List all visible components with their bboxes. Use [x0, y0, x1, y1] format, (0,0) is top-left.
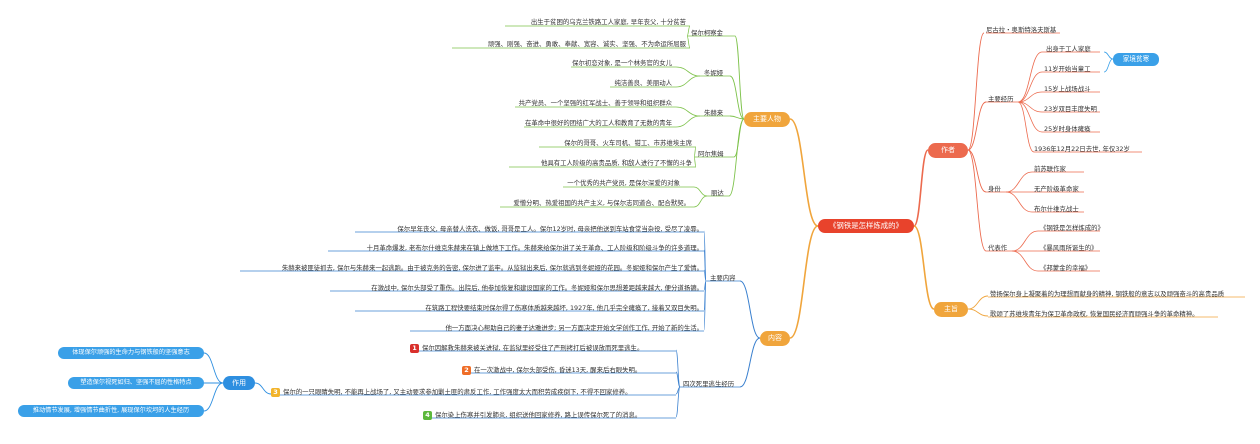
character-fact: 他具有工人阶级的高贵品质, 和敌人进行了不懈的斗争: [540, 159, 692, 167]
character-fact: 顽强、刚强、奋进、勇敢、奉献、宽容、诚实、坚强、不为命运所屈服: [487, 40, 686, 48]
escape-item: 保尔染上伤寒并引发肺炎, 组织送他回家修养, 路上误传保尔死了的消息。: [435, 411, 642, 419]
character-fact: 纯洁善良、美丽动人: [614, 79, 672, 87]
works-label: 代表作: [988, 244, 1008, 252]
experience-item: 出身于工人家庭: [1046, 45, 1091, 53]
character-name: 朱赫来: [704, 109, 724, 117]
author-name: 尼古拉・奥斯特洛夫斯基: [986, 26, 1057, 34]
works-item: 《钢铁是怎样炼成的》: [1040, 224, 1104, 232]
center-title[interactable]: 《钢铁是怎样炼成的》: [818, 219, 914, 233]
works-item: 《邦蒙金的幸福》: [1040, 264, 1092, 272]
character-name: 阿尔焦姆: [698, 150, 724, 158]
theme-item: 赞扬保尔身上凝聚着的为理想而献身的精神, 钢铁般的意志以及顽强奋斗的高贵品质: [990, 290, 1225, 298]
effect-item: 推动情节发展, 增强情节曲折性, 展现保尔坎坷的人生经历: [18, 405, 204, 417]
theme-item: 歌颂了苏维埃青年为保卫革命政权, 恢复国民经济而顽强斗争的革命精神。: [990, 310, 1199, 318]
experience-item: 15岁上战场战斗: [1044, 85, 1091, 93]
main-content-item: 保尔早年丧父, 母亲替人洗衣、做饭, 哥哥是工人。保尔12岁时, 母亲把他送到车…: [397, 225, 703, 233]
character-fact: 保尔初恋对象, 是一个林务官的女儿: [572, 59, 672, 67]
experience-item: 25岁时身体瘫痪: [1044, 125, 1091, 133]
identity-item: 无产阶级革命家: [1034, 185, 1079, 193]
character-fact: 爱憎分明、热爱祖国的共产主义, 与保尔志同道合、配合默契。: [513, 199, 690, 207]
experience-item: 23岁双目丰度失明: [1044, 105, 1097, 113]
escape-item: 在一次激战中, 保尔头部受伤, 昏迷13天, 醒来后右眼失明。: [474, 366, 642, 374]
identity-item: 布尔什维克战士: [1034, 205, 1079, 213]
experience-summary: 家境贫寒: [1113, 53, 1159, 66]
identity-label: 身份: [988, 185, 1001, 193]
experience-item: 1936年12月22日去世, 年仅32岁: [1034, 145, 1130, 153]
main-content-item: 在激战中, 保尔头部受了重伤。出院后, 他参加恢复和建设国家的工作。冬妮娅和保尔…: [371, 284, 703, 292]
effect-item: 体现保尔顽强的生命力与钢铁般的坚强意志: [58, 347, 204, 359]
escape-number-badge: 3: [271, 388, 280, 397]
works-item: 《暴风雨所诞生的》: [1040, 244, 1098, 252]
character-fact: 共产党员、一个坚强的红军战士、善于领导和组织群众: [518, 99, 672, 107]
main-content-item: 朱赫来被匪徒抓去, 保尔与朱赫来一起逃跑。由于被克务的告密, 保尔进了监牢。从监…: [281, 264, 703, 272]
branch-theme[interactable]: 主旨: [934, 302, 968, 317]
branch-content[interactable]: 内容: [760, 331, 790, 346]
character-fact: 保尔的哥哥、火车司机、钳工、市苏维埃主席: [564, 139, 692, 147]
main-content-item: 十月革命爆发, 老布尔什维克朱赫来在镇上做地下工作。朱赫来给保尔讲了关于革命、工…: [366, 244, 703, 252]
effect-item: 塑造保尔视死如归、坚强不屈的性格特点: [68, 377, 204, 389]
main-content-item: 在筑路工程快要结束时保尔得了伤寒体质越来越坏, 1927年, 他几乎完全瘫痪了,…: [425, 304, 703, 312]
main-content-item: 他一方面决心帮助自己的妻子达雅进步; 另一方面决定开始文学创作工作, 开始了新的…: [445, 324, 703, 332]
character-name: 冬妮娅: [704, 69, 724, 77]
character-fact: 一个优秀的共产党员, 是保尔深爱的对象: [567, 179, 680, 187]
experience-item: 11岁开始当童工: [1044, 65, 1091, 73]
character-fact: 出生于贫困的乌克兰铁路工人家庭, 早年丧父, 十分贫苦: [530, 18, 686, 26]
identity-item: 前苏联作家: [1034, 165, 1066, 173]
escape-item: 保尔因解救朱赫来被关进狱, 在监狱里经受住了严刑拷打后被误放而死里逃生。: [422, 344, 644, 352]
branch-author[interactable]: 作者: [928, 143, 968, 158]
character-fact: 在革命中很好的团结广大的工人和教育了无数的青年: [525, 119, 672, 127]
character-name: 保尔柯察金: [691, 29, 723, 37]
character-name: 丽达: [711, 189, 724, 197]
experience-label: 主要经历: [988, 95, 1014, 103]
escape-number-badge: 2: [462, 366, 471, 375]
branch-main-characters[interactable]: 主要人物: [744, 112, 790, 127]
escape-number-badge: 4: [423, 411, 432, 420]
effect-node[interactable]: 作用: [223, 376, 255, 390]
escape-number-badge: 1: [410, 344, 419, 353]
main-content-label: 主要内容: [710, 274, 736, 282]
escape-label: 四次死里逃生经历: [683, 380, 735, 388]
escape-item: 保尔的一只眼睛失明, 不能再上战场了, 又主动要求参加剿土匪的肃反工作, 工作强…: [283, 388, 632, 396]
